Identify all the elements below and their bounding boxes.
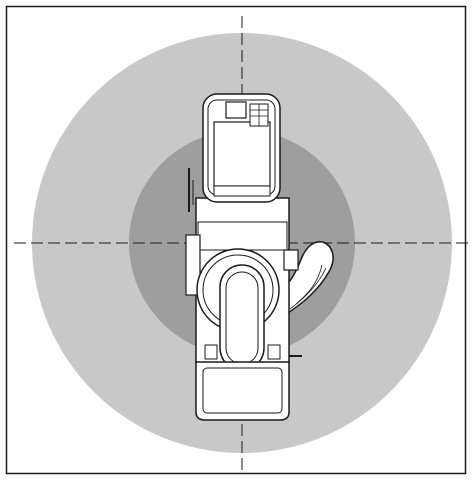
machine [185,93,334,421]
figure-frame [5,5,467,475]
control-panel [213,121,271,187]
